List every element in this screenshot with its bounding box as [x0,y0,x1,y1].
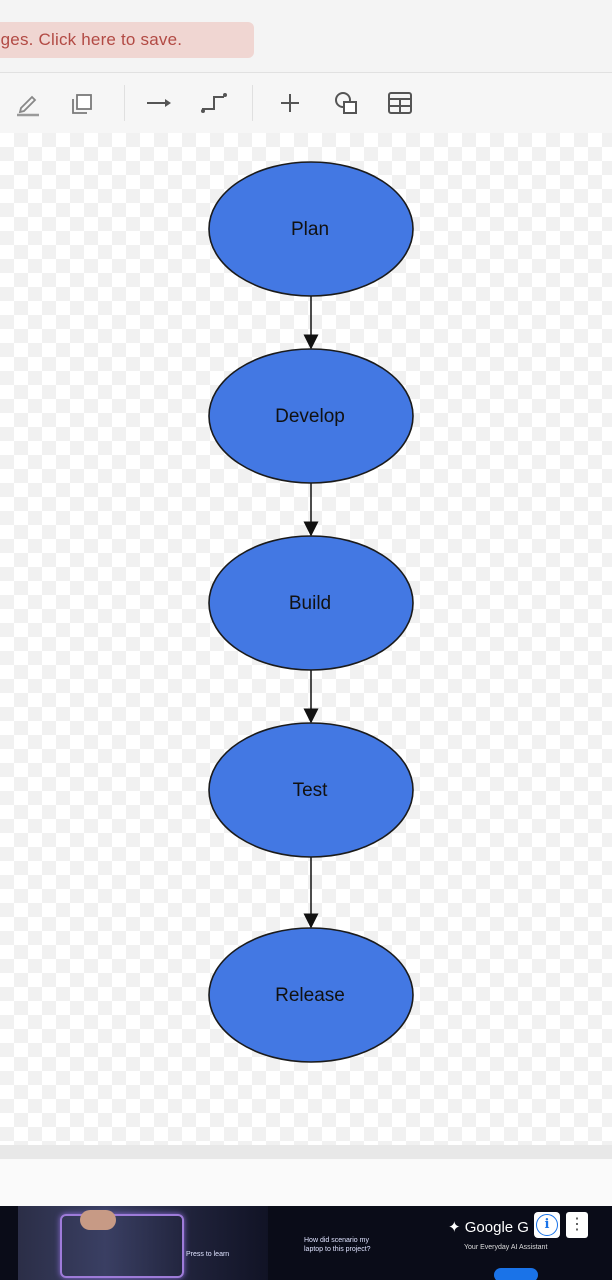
ad-brand: ✦ Google G [448,1219,529,1236]
page-footer-space [0,1159,612,1206]
node-label-build: Build [289,593,331,614]
plus-icon[interactable] [274,87,306,119]
node-shape-build[interactable] [208,535,414,671]
ad-more-icon[interactable]: ⋮ [566,1212,588,1238]
top-bar: nges. Click here to save. [0,0,612,72]
arrow-right-icon[interactable] [143,87,175,119]
shape-icon[interactable] [330,87,362,119]
toolbar-separator [252,85,253,121]
ad-image [18,1206,268,1280]
node-label-test: Test [293,780,329,801]
node-label-plan: Plan [291,219,329,240]
node-shape-develop[interactable] [208,348,414,484]
node-shape-test[interactable] [208,722,414,858]
ad-banner[interactable]: Press to learn How did scenario my lapto… [0,1206,612,1280]
pencil-icon[interactable] [12,87,44,119]
connector-icon[interactable] [198,87,230,119]
ad-tagline: Your Everyday AI Assistant [464,1244,548,1251]
node-shape-release[interactable] [208,927,414,1063]
node-shape-plan[interactable] [208,161,414,297]
duplicate-icon[interactable] [66,87,98,119]
unsaved-changes-banner[interactable]: nges. Click here to save. [0,22,254,58]
node-build[interactable]: Build [208,535,414,671]
table-icon[interactable] [384,87,416,119]
ad-info-icon[interactable]: i [534,1212,560,1238]
toolbar-separator [124,85,125,121]
toolbar [0,72,612,134]
node-develop[interactable]: Develop [208,348,414,484]
node-label-release: Release [275,985,345,1006]
ad-brand-text: Google G [464,1219,529,1236]
ad-cta-button[interactable] [494,1268,538,1280]
node-release[interactable]: Release [208,927,414,1063]
save-banner-text[interactable]: nges. Click here to save. [0,30,183,49]
ad-small-text: Press to learn [186,1251,230,1258]
ad-hand-image [80,1210,116,1230]
ad-laptop-frame [60,1214,184,1278]
node-label-develop: Develop [275,406,345,427]
node-test[interactable]: Test [208,722,414,858]
ad-question-text: How did scenario my laptop to this proje… [304,1237,371,1253]
node-plan[interactable]: Plan [208,161,414,297]
canvas-scrollbar-area [0,1145,612,1159]
